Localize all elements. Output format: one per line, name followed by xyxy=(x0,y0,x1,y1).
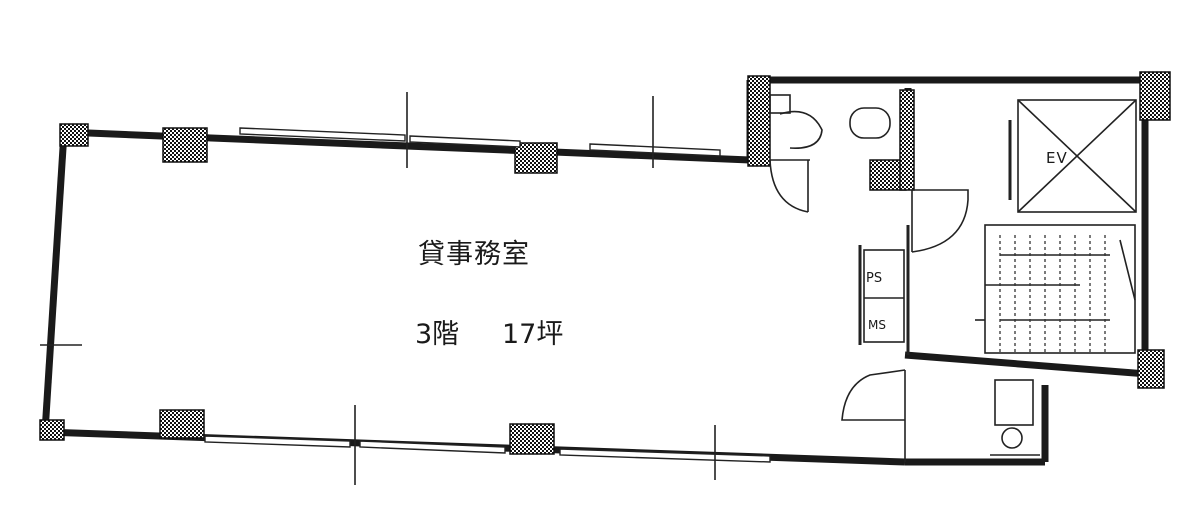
ps-label: PS xyxy=(866,271,883,286)
area-label: 17坪 xyxy=(502,319,564,350)
windows xyxy=(40,92,771,485)
floor-label: 3階 xyxy=(415,319,460,350)
room-name-label: 貸事務室 xyxy=(418,239,530,270)
entry-door xyxy=(911,189,969,253)
elevator-shaft xyxy=(1008,99,1137,213)
structural-columns xyxy=(39,71,1171,455)
service-room xyxy=(841,369,1040,462)
ev-label: EV xyxy=(1046,149,1068,167)
staircase xyxy=(975,224,1136,354)
toilet-room xyxy=(769,94,891,213)
ps-ms-shaft xyxy=(863,249,905,343)
office-walls xyxy=(41,76,1170,466)
ms-label: MS xyxy=(868,318,886,332)
